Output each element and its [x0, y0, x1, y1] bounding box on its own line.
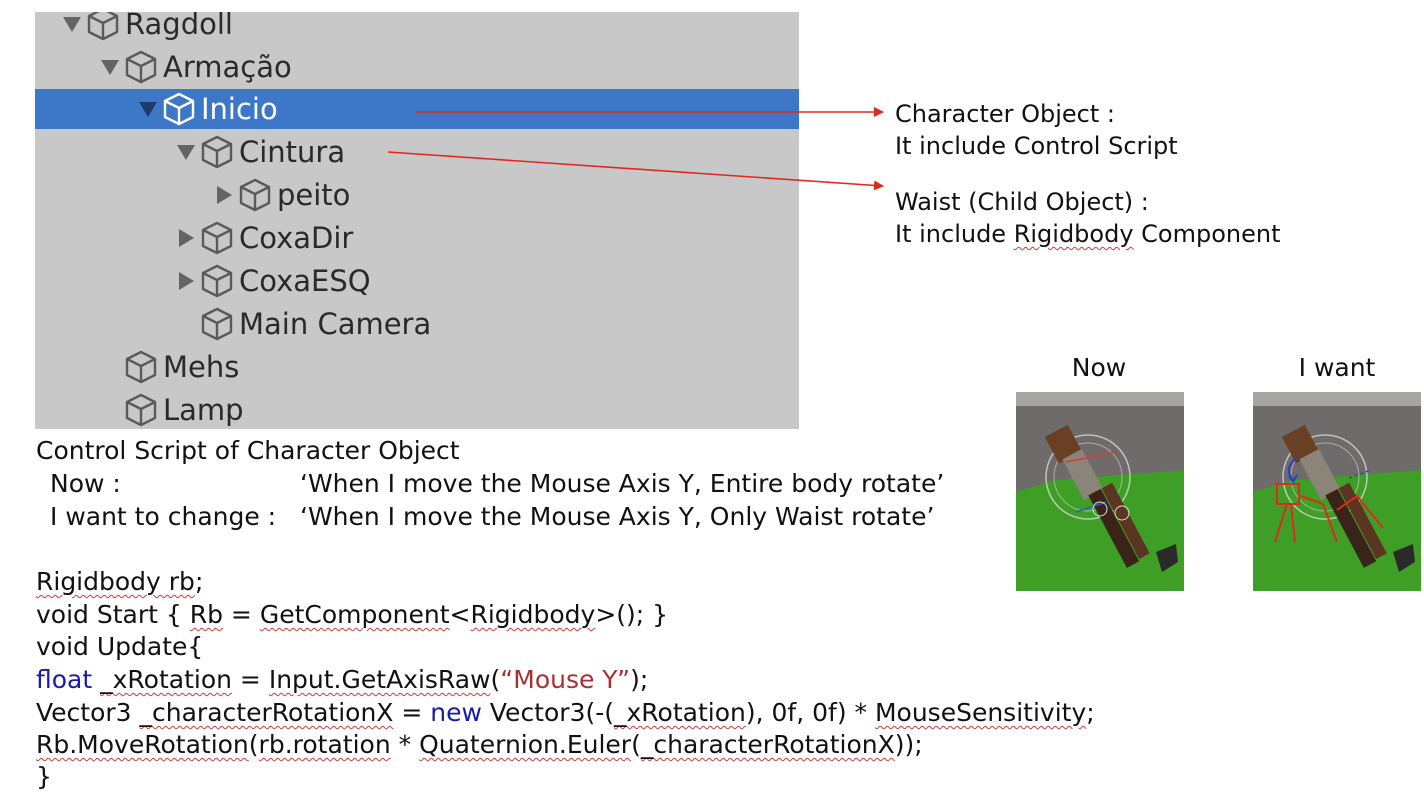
code-line-6: Rb.MoveRotation(rb.rotation * Quaternion… — [36, 730, 923, 759]
expand-arrow-icon[interactable] — [139, 100, 157, 118]
want-description: ‘When I move the Mouse Axis Y, Only Wais… — [300, 502, 935, 531]
cube-icon — [125, 350, 157, 384]
arrow-waist — [387, 151, 884, 191]
collapse-arrow-icon[interactable] — [178, 229, 194, 247]
hierarchy-item-coxadir[interactable]: CoxaDir — [35, 218, 799, 258]
hierarchy-item-label: Ragdoll — [125, 12, 233, 41]
cube-icon — [87, 12, 119, 41]
code-line-4: float _xRotation = Input.GetAxisRaw(“Mou… — [36, 665, 649, 694]
annotation-waist-title: Waist (Child Object) : — [895, 188, 1149, 216]
annotation-character-title: Character Object : — [895, 100, 1115, 128]
hierarchy-item-label: peito — [277, 178, 351, 212]
expand-arrow-icon[interactable] — [177, 143, 195, 161]
collapse-arrow-icon[interactable] — [216, 186, 232, 204]
hierarchy-item-inicio[interactable]: Inicio — [35, 89, 799, 129]
hierarchy-item-armacao[interactable]: Armação — [35, 47, 799, 87]
cube-icon — [125, 50, 157, 84]
hierarchy-item-ragdoll[interactable]: Ragdoll — [35, 12, 799, 44]
hierarchy-item-label: Cintura — [239, 135, 346, 169]
expand-arrow-icon[interactable] — [101, 58, 119, 76]
cube-icon — [201, 307, 233, 341]
hierarchy-panel: Ragdoll Armação Inicio Cintura peito Cox… — [35, 12, 799, 429]
script-heading: Control Script of Character Object — [36, 436, 460, 465]
cube-icon — [163, 92, 195, 126]
hierarchy-item-mehs[interactable]: Mehs — [35, 347, 799, 387]
code-line-5: Vector3 _characterRotationX = new Vector… — [36, 698, 1095, 727]
cube-icon — [201, 264, 233, 298]
want-scene-image — [1253, 392, 1421, 591]
cube-icon — [201, 135, 233, 169]
collapse-arrow-icon[interactable] — [178, 272, 194, 290]
cube-icon — [201, 221, 233, 255]
hierarchy-item-peito[interactable]: peito — [35, 175, 799, 215]
hierarchy-item-label: Main Camera — [239, 307, 432, 341]
hierarchy-item-label: Mehs — [163, 350, 240, 384]
code-line-1: Rigidbody rb; — [36, 567, 204, 596]
code-line-2: void Start { Rb = GetComponent<Rigidbody… — [36, 600, 669, 629]
hierarchy-item-label: Armação — [163, 50, 292, 84]
hierarchy-item-label: CoxaDir — [239, 221, 354, 255]
code-line-3: void Update{ — [36, 632, 204, 661]
now-label: Now : — [50, 469, 121, 498]
now-description: ‘When I move the Mouse Axis Y, Entire bo… — [300, 469, 945, 498]
hierarchy-item-cintura[interactable]: Cintura — [35, 132, 799, 172]
hierarchy-item-label: Inicio — [201, 92, 278, 126]
expand-arrow-icon[interactable] — [63, 15, 81, 33]
code-line-7: } — [36, 762, 52, 791]
hierarchy-item-main-camera[interactable]: Main Camera — [35, 304, 799, 344]
cube-icon — [239, 178, 271, 212]
cube-icon — [125, 393, 157, 427]
want-label: I want to change : — [50, 502, 277, 531]
want-caption: I want — [1298, 353, 1376, 382]
now-caption: Now — [1071, 353, 1127, 382]
now-scene-image — [1016, 392, 1184, 591]
annotation-character-desc: It include Control Script — [895, 132, 1178, 160]
hierarchy-item-lamp[interactable]: Lamp — [35, 390, 799, 429]
hierarchy-item-label: CoxaESQ — [239, 264, 371, 298]
annotation-waist-desc: It include Rigidbody Component — [895, 220, 1281, 248]
hierarchy-item-label: Lamp — [163, 393, 244, 427]
hierarchy-item-coxaesq[interactable]: CoxaESQ — [35, 261, 799, 301]
